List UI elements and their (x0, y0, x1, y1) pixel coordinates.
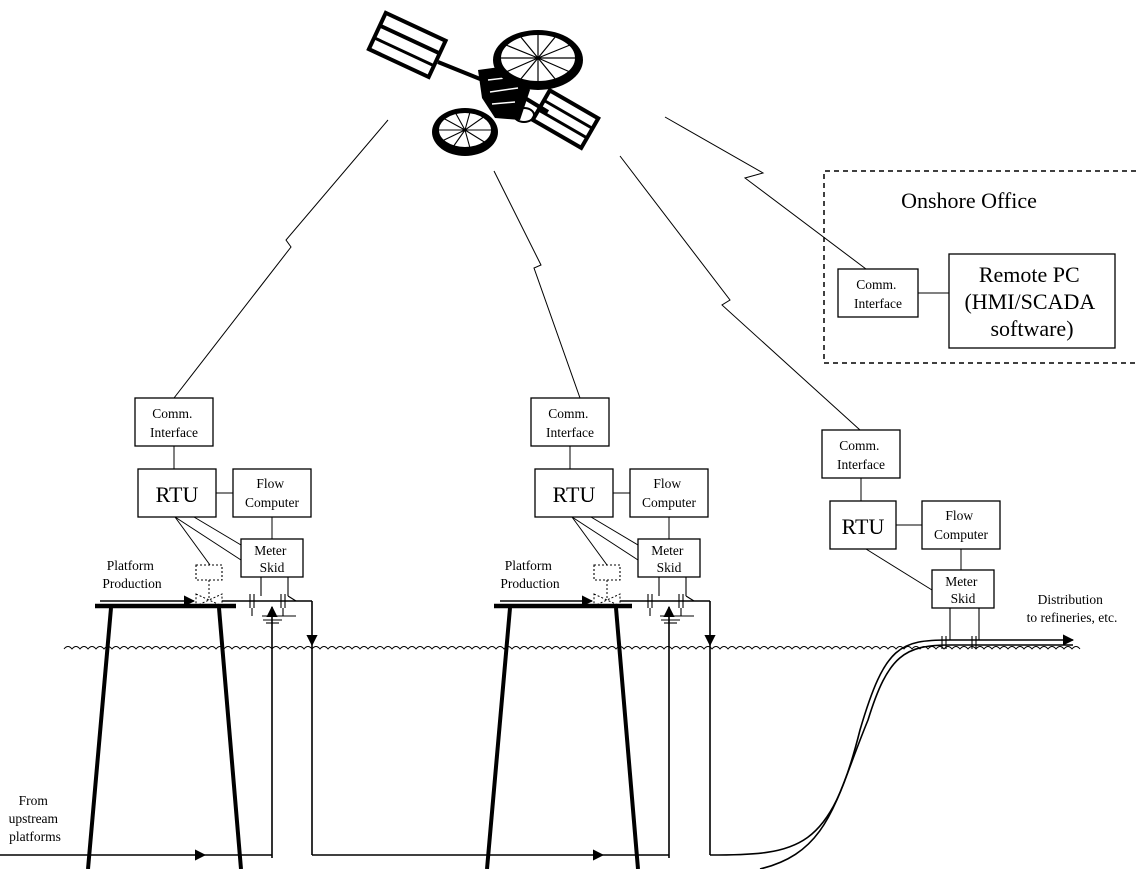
onshore-office: Onshore Office Comm. Interface Remote PC… (823, 170, 1136, 364)
from-upstream-label: From upstream platforms (9, 793, 62, 844)
platform-1-flow-computer-label: Flow Computer (245, 476, 299, 510)
platform-2-comm-interface-label: Comm. Interface (546, 406, 594, 440)
platform-2-meter-skid-label: Meter Skid (651, 543, 687, 575)
shore-rtu-label: RTU (842, 514, 885, 539)
platform-2-flow-computer-label: Flow Computer (642, 476, 696, 510)
satellite-icon (366, 10, 601, 156)
shore-comm-interface-label: Comm. Interface (837, 438, 885, 472)
platform-1-rtu-label: RTU (156, 482, 199, 507)
shore-station: Comm. Interface RTU Flow Computer Meter … (821, 429, 1118, 649)
platform-1: Comm. Interface RTU Flow Computer Meter … (86, 397, 318, 869)
onshore-office-title: Onshore Office (901, 188, 1037, 213)
radio-link-shore (619, 155, 861, 431)
radio-link-platform-2 (493, 170, 581, 399)
shore-meter-skid-label: Meter Skid (945, 574, 981, 606)
platform-2: Comm. Interface RTU Flow Computer Meter … (485, 397, 716, 869)
onshore-office-boundary (823, 170, 1136, 364)
platform-1-production-label: Platform Production (102, 558, 161, 591)
office-comm-interface-label: Comm. Interface (854, 277, 902, 311)
platform-2-production-label: Platform Production (500, 558, 559, 591)
seabed-pipeline (0, 634, 1075, 869)
platform-1-meter-skid-label: Meter Skid (254, 543, 290, 575)
remote-pc-label: Remote PC (HMI/SCADA software) (964, 262, 1099, 341)
platform-1-comm-interface-label: Comm. Interface (150, 406, 198, 440)
shore-flow-computer-label: Flow Computer (934, 508, 988, 542)
distribution-label: Distribution to refineries, etc. (1027, 592, 1118, 625)
sea-surface (63, 646, 1081, 650)
platform-2-rtu-label: RTU (553, 482, 596, 507)
radio-link-office (664, 116, 867, 270)
radio-link-platform-1 (173, 119, 389, 399)
